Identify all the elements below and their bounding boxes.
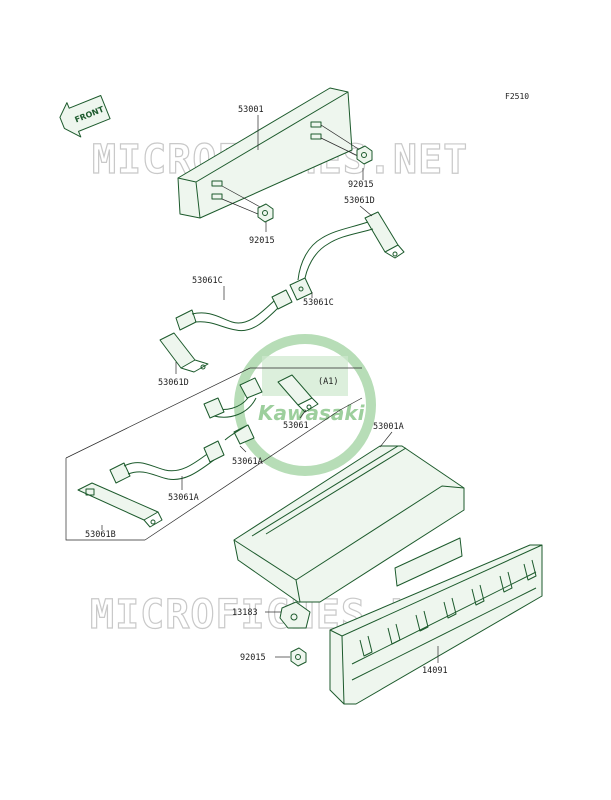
callout-92015-upper-left: 92015 <box>249 236 275 246</box>
callout-92015-bottom: 92015 <box>240 653 266 663</box>
bracket-53061d-lower <box>159 332 209 373</box>
callout-53001a: 53001A <box>373 422 404 432</box>
note-a1: (A1) <box>318 377 338 387</box>
strap-53061a-upper <box>203 377 263 445</box>
bracket-53061d-upper <box>364 211 405 259</box>
callout-53061b: 53061B <box>85 530 116 540</box>
callout-13183: 13183 <box>232 608 258 618</box>
logo-text: Kawasaki <box>258 401 366 425</box>
clamp-13183 <box>279 601 311 629</box>
kawasaki-logo: Kawasaki <box>234 334 376 476</box>
bracket-53061b <box>77 482 163 528</box>
callout-53061d-upper: 53061D <box>344 196 375 206</box>
strap-53061c-left <box>175 289 293 332</box>
callout-53061a-upper: 53061A <box>232 457 263 467</box>
front-arrow-icon: FRONT <box>59 94 111 138</box>
nut-92015-b <box>356 145 373 165</box>
nut-92015-a <box>257 203 274 223</box>
bracket-53061 <box>277 374 319 413</box>
seat-cushion-53001a <box>233 445 465 603</box>
callout-53061c-left: 53061C <box>192 276 223 286</box>
nut-92015-c <box>290 647 307 667</box>
callout-53001: 53001 <box>238 105 264 115</box>
seat-base-14091 <box>329 537 543 705</box>
strap-53061c-right <box>289 221 374 301</box>
callout-53061c-right: 53061C <box>303 298 334 308</box>
callout-53061: 53061 <box>283 421 309 431</box>
assembly-group-outline <box>65 367 363 541</box>
reference-code: F2510 <box>505 92 529 101</box>
callout-14091: 14091 <box>422 666 448 676</box>
callout-92015-upper-right: 92015 <box>348 180 374 190</box>
strap-53061a-lower <box>109 440 225 484</box>
callout-53061a-lower: 53061A <box>168 493 199 503</box>
callout-53061d-lower: 53061D <box>158 378 189 388</box>
seat-back-cushion-53001 <box>177 87 353 219</box>
